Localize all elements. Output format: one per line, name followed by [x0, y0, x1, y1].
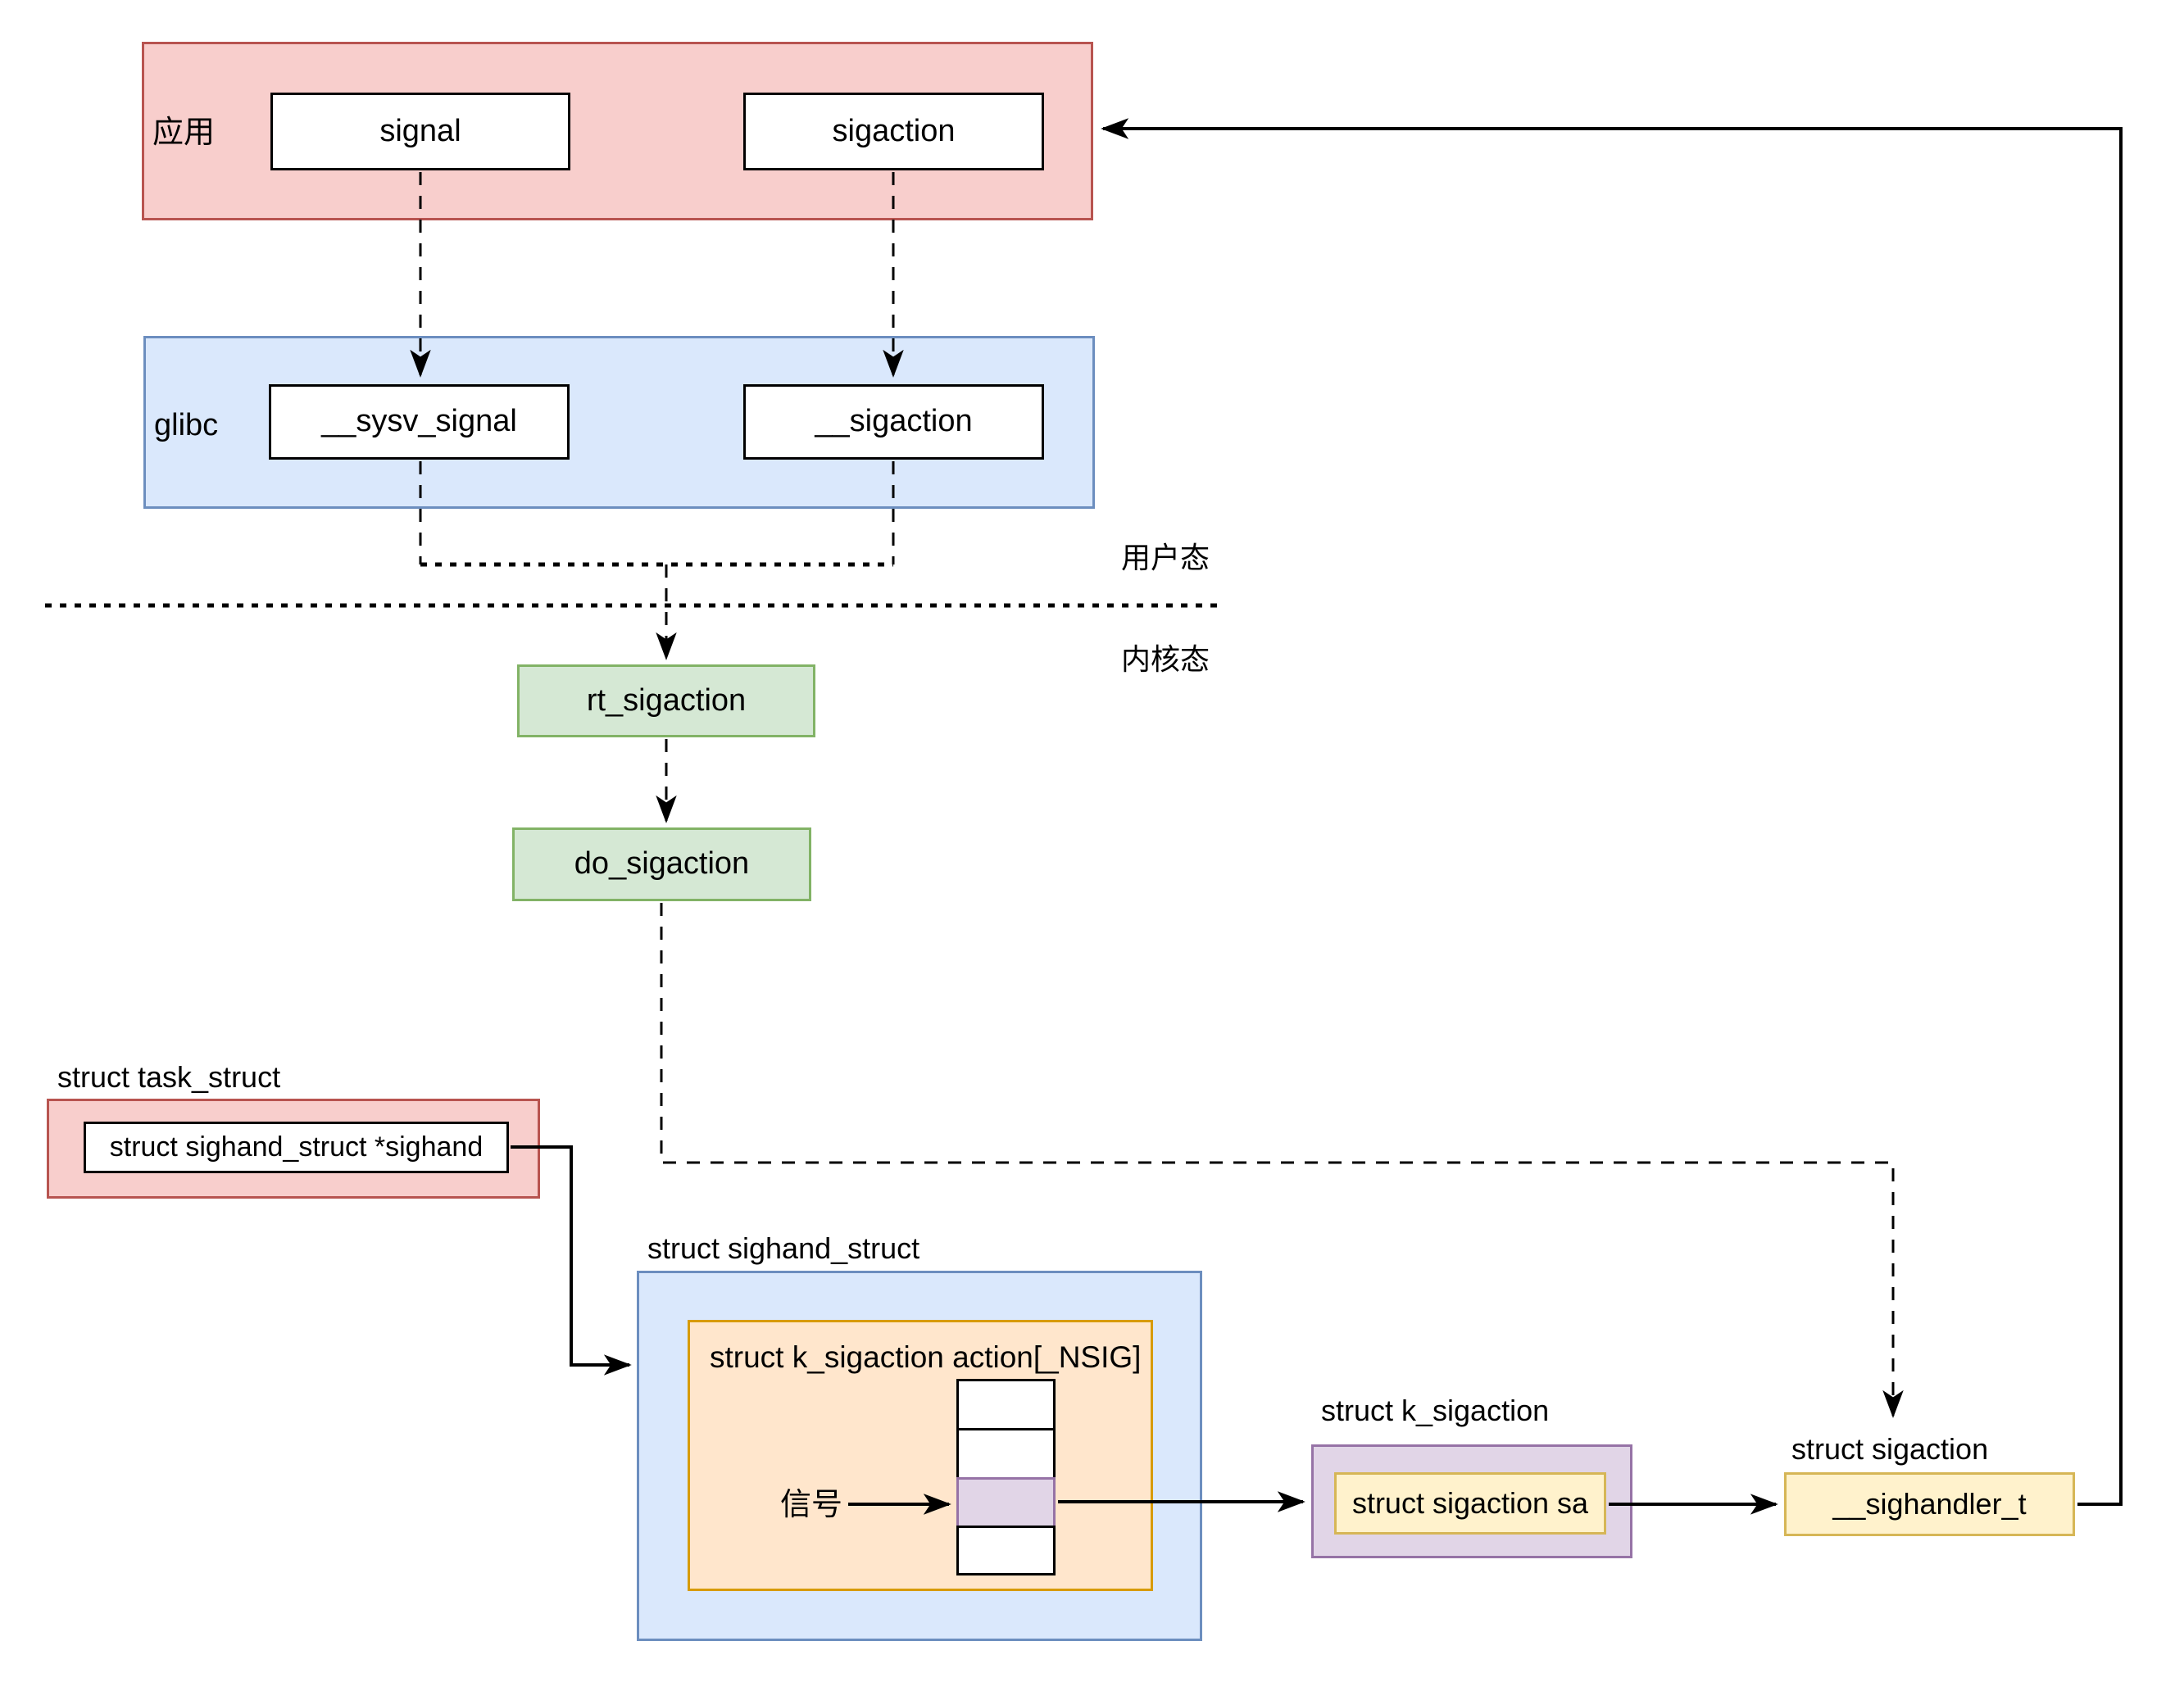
kernel-mode-label: 内核态: [1121, 642, 1210, 676]
action-array-title: struct k_sigaction action[_NSIG]: [710, 1340, 1142, 1374]
do-sigaction-node: do_sigaction: [512, 827, 811, 901]
sighand-pointer-field: struct sighand_struct *sighand: [84, 1122, 509, 1173]
sighand-struct-title: struct sighand_struct: [647, 1231, 920, 1265]
rt-sigaction-node: rt_sigaction: [517, 664, 815, 737]
array-cell-0: [956, 1379, 1056, 1430]
task-struct-title: struct task_struct: [57, 1060, 281, 1094]
signal-node: signal: [270, 93, 570, 170]
user-mode-label: 用户态: [1121, 541, 1210, 574]
array-cell-2-highlighted: [956, 1477, 1056, 1528]
glibc-sigaction-node: __sigaction: [743, 384, 1044, 460]
app-label: 应用: [152, 116, 216, 150]
connector-sighandler-to-app: [1101, 118, 2123, 1506]
array-cell-3: [956, 1526, 1056, 1575]
array-cell-1: [956, 1428, 1056, 1480]
glibc-label: glibc: [154, 408, 219, 442]
sighandler-t-field: __sighandler_t: [1784, 1472, 2075, 1536]
sysv-signal-node: __sysv_signal: [269, 384, 570, 460]
sigaction-struct-title: struct sigaction: [1791, 1432, 1989, 1466]
sigaction-sa-field: struct sigaction sa: [1334, 1472, 1606, 1535]
k-sigaction-title: struct k_sigaction: [1321, 1394, 1550, 1427]
sigaction-node: sigaction: [743, 93, 1044, 170]
signal-cn-label: 信号: [780, 1488, 843, 1522]
